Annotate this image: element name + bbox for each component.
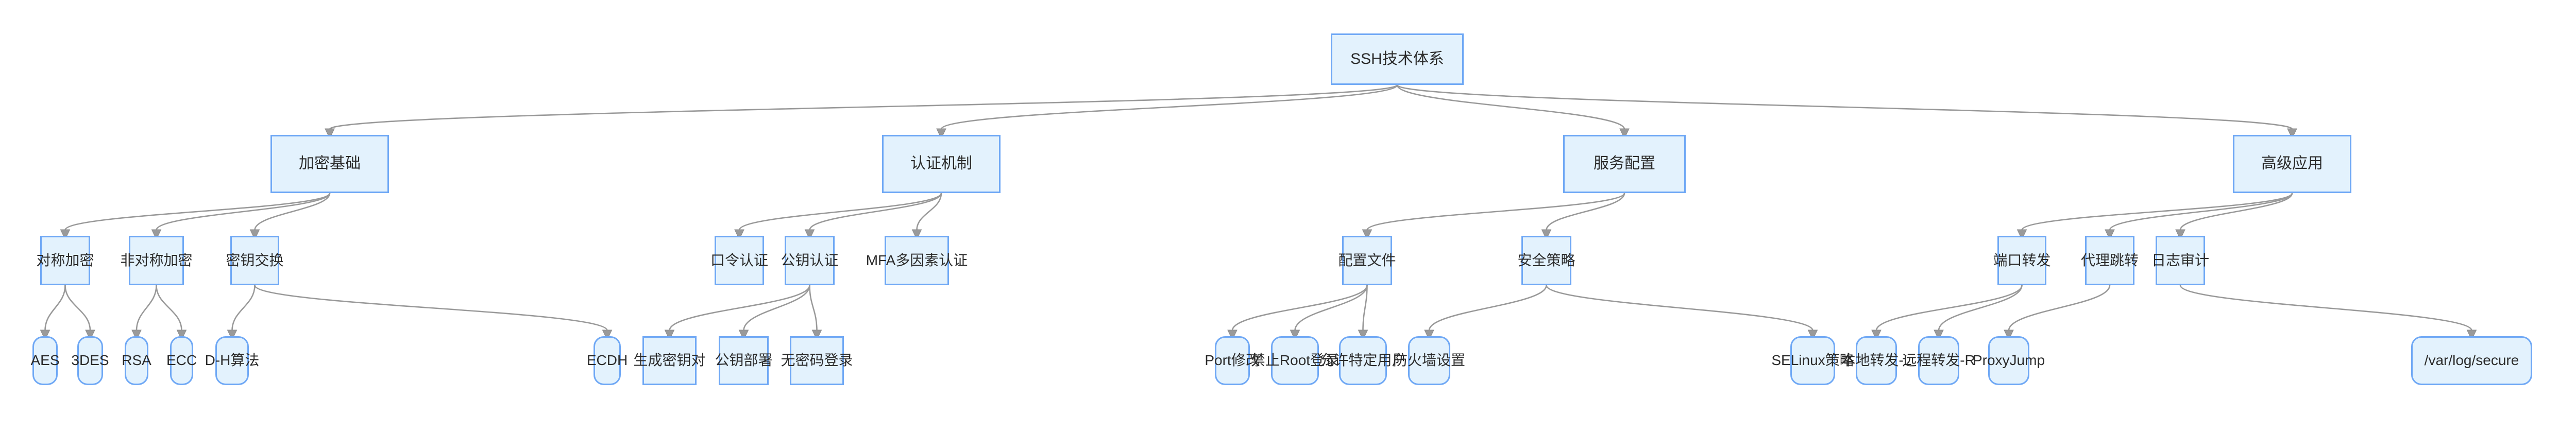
node-l3-dh[interactable]: D-H算法 [205, 336, 259, 385]
node-label: 公钥认证 [781, 252, 839, 268]
node-label: RSA [122, 352, 151, 369]
node-l3-remotefwd[interactable]: 远程转发-R [1902, 336, 1975, 385]
node-label: SELinux策略 [1771, 352, 1854, 369]
node-l3-port[interactable]: Port修改 [1205, 336, 1260, 385]
node-l2-log[interactable]: 日志审计 [2151, 236, 2209, 285]
node-label: 公钥部署 [715, 352, 773, 369]
node-label: 日志审计 [2151, 252, 2210, 268]
node-l2-kex[interactable]: 密钥交换 [226, 236, 284, 285]
node-label: MFA多因素认证 [866, 252, 968, 268]
node-label: /var/log/secure [2424, 352, 2519, 369]
node-label: 安全策略 [1517, 252, 1575, 268]
node-label: 密钥交换 [226, 252, 284, 268]
node-label: Port修改 [1205, 352, 1260, 369]
node-l3-localfwd[interactable]: 本地转发-L [1841, 336, 1911, 385]
node-label: ProxyJump [1972, 352, 2045, 369]
node-label: 代理跳转 [2081, 252, 2139, 268]
node-label: D-H算法 [205, 352, 260, 369]
node-l2-pass[interactable]: 口令认证 [710, 236, 768, 285]
node-label: 端口转发 [1993, 252, 2051, 268]
node-label: ECDH [586, 352, 628, 369]
node-label: 非对称加密 [120, 252, 193, 268]
node-label: 允许特定用户 [1319, 352, 1406, 369]
node-l3-rsa[interactable]: RSA [122, 336, 151, 385]
node-label: 无密码登录 [781, 352, 853, 369]
node-label: SSH技术体系 [1350, 50, 1444, 67]
node-label: 防火墙设置 [1393, 352, 1466, 369]
node-label: 禁止Root登录 [1250, 352, 1340, 369]
node-label: 对称加密 [36, 252, 94, 268]
node-label: 服务配置 [1594, 155, 1655, 172]
node-label: 认证机制 [910, 155, 972, 172]
node-label: 远程转发-R [1902, 352, 1975, 369]
node-l1-auth[interactable]: 认证机制 [882, 135, 1001, 193]
node-l2-conf[interactable]: 配置文件 [1338, 236, 1396, 285]
node-l3-varlog[interactable]: /var/log/secure [2411, 336, 2532, 385]
node-l3-deploy[interactable]: 公钥部署 [715, 336, 773, 385]
node-l3-nopass[interactable]: 无密码登录 [781, 336, 853, 385]
node-l3-selinux[interactable]: SELinux策略 [1771, 336, 1854, 385]
node-l2-pubkey[interactable]: 公钥认证 [781, 236, 839, 285]
node-l3-proxyjump[interactable]: ProxyJump [1973, 336, 2045, 385]
node-l2-mfa[interactable]: MFA多因素认证 [866, 236, 968, 285]
node-l2-forward[interactable]: 端口转发 [1993, 236, 2051, 285]
node-l1-crypto[interactable]: 加密基础 [270, 135, 389, 193]
node-root[interactable]: SSH技术体系 [1331, 33, 1464, 85]
node-l2-policy[interactable]: 安全策略 [1518, 236, 1575, 285]
node-l2-sym[interactable]: 对称加密 [37, 236, 94, 285]
node-l3-allow[interactable]: 允许特定用户 [1320, 336, 1406, 385]
node-l3-genkey[interactable]: 生成密钥对 [634, 336, 706, 385]
node-l3-ecc[interactable]: ECC [166, 336, 197, 385]
node-l1-advanced[interactable]: 高级应用 [2233, 135, 2351, 193]
node-label: 生成密钥对 [633, 352, 706, 369]
node-l3-firewall[interactable]: 防火墙设置 [1393, 336, 1465, 385]
node-l2-asym[interactable]: 非对称加密 [121, 236, 193, 285]
node-label: ECC [166, 352, 197, 369]
node-label: 3DES [71, 352, 109, 369]
node-label: 加密基础 [299, 155, 361, 172]
node-l2-proxy[interactable]: 代理跳转 [2081, 236, 2139, 285]
node-l3-aes[interactable]: AES [30, 336, 60, 385]
node-label: 配置文件 [1338, 252, 1396, 268]
node-label: AES [30, 352, 60, 369]
node-l3-ecdh[interactable]: ECDH [587, 336, 628, 385]
node-l1-service[interactable]: 服务配置 [1563, 135, 1686, 193]
node-l3-noroot[interactable]: 禁止Root登录 [1251, 336, 1339, 385]
node-label: 高级应用 [2261, 155, 2323, 172]
node-l3-3des[interactable]: 3DES [71, 336, 109, 385]
node-label: 口令认证 [710, 252, 769, 268]
node-label: 本地转发-L [1841, 352, 1912, 369]
